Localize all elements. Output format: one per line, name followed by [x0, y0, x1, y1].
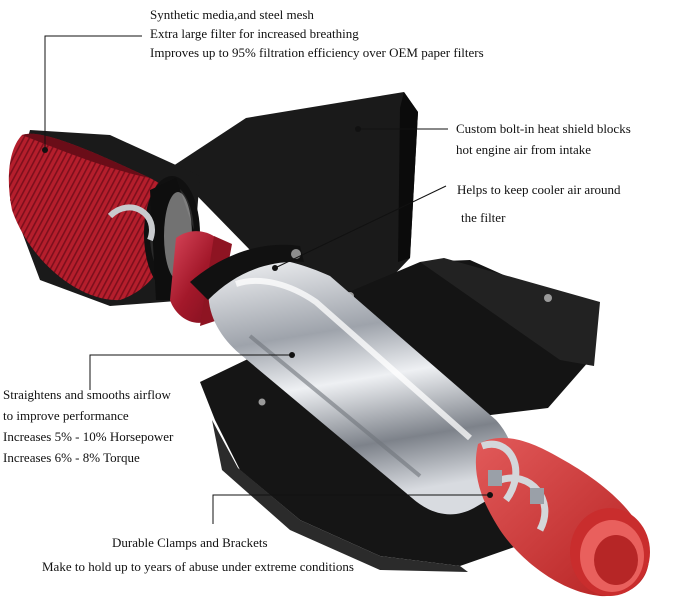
airflow-callout-line-3: Increases 5% - 10% Horsepower [3, 429, 174, 444]
heat-shield-callout-line-1: Custom bolt-in heat shield blocks [456, 121, 631, 136]
cool-air-callout-line-1: Helps to keep cooler air around [457, 182, 621, 197]
airflow-callout-line-1: Straightens and smooths airflow [3, 387, 171, 402]
clamps-callout-line-1: Durable Clamps and Brackets [112, 535, 268, 550]
air-filter-icon [8, 130, 200, 306]
filter-callout-line-3: Improves up to 95% filtration efficiency… [150, 45, 484, 60]
silicone-coupler-icon [475, 437, 650, 597]
filter-callout-line-2: Extra large filter for increased breathi… [150, 26, 359, 41]
clamps-callout-line-2: Make to hold up to years of abuse under … [42, 559, 354, 574]
heat-shield-callout-line-2: hot engine air from intake [456, 142, 592, 157]
airflow-callout-line-2: to improve performance [3, 408, 129, 423]
filter-callout-line-1: Synthetic media,and steel mesh [150, 7, 314, 22]
filter-callout: Synthetic media,and steel mesh Extra lar… [150, 5, 484, 62]
cool-air-callout-line-2: the filter [461, 210, 506, 225]
airflow-callout: Straightens and smooths airflow to impro… [3, 384, 173, 468]
heat-shield-callout: Custom bolt-in heat shield blocks hot en… [456, 118, 631, 160]
bracket-bolt [291, 249, 301, 259]
cool-air-callout: Helps to keep cooler air around the filt… [457, 176, 621, 232]
airflow-callout-line-4: Increases 6% - 8% Torque [3, 450, 140, 465]
hose-clamp-icon [107, 204, 549, 532]
clamps-callout: Durable Clamps and Brackets Make to hold… [42, 531, 354, 579]
